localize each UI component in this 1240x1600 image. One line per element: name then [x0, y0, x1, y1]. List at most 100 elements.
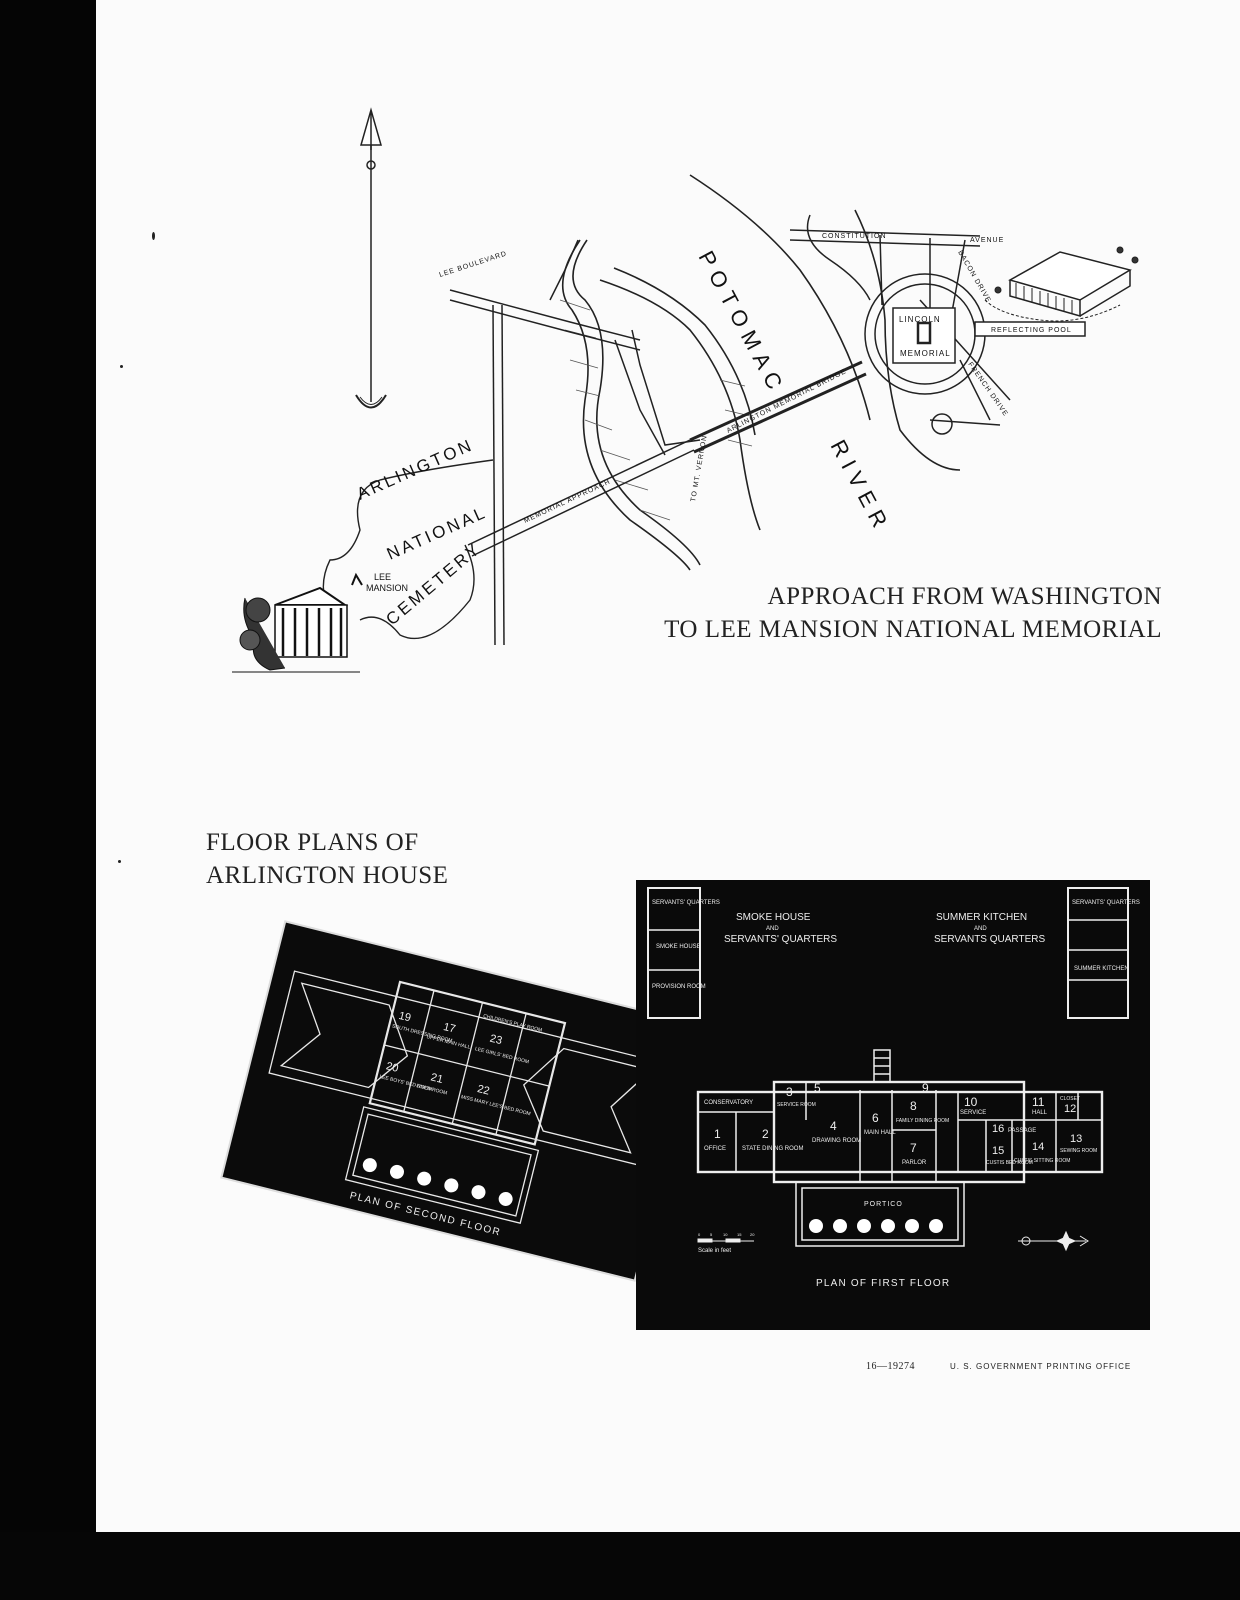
left-provision-room: PROVISION ROOM	[652, 984, 706, 990]
second-floor-plan-drawing: 19 SOUTH DRESSING ROOM 17 UPPER MAIN HAL…	[268, 970, 665, 1239]
closet-label: CLOSET	[1060, 1096, 1080, 1102]
custis-sitting-label: CUSTIS SITTING ROOM	[1014, 1158, 1070, 1164]
room-12-number: 12	[1064, 1103, 1076, 1115]
second-floor-plan-panel: 19 SOUTH DRESSING ROOM 17 UPPER MAIN HAL…	[222, 922, 698, 1280]
drawing-room-label: DRAWING ROOM	[812, 1138, 861, 1144]
scan-border-bottom	[0, 1532, 1240, 1600]
scale-bar	[697, 1238, 754, 1243]
family-dining-label: FAMILY DINING ROOM	[896, 1118, 949, 1124]
conservatory-label: CONSERVATORY	[704, 1100, 753, 1106]
room-21-number: 21	[429, 1071, 444, 1086]
passage-label: PASSAGE	[1008, 1128, 1036, 1134]
lincoln-label-line1: LINCOLN	[899, 315, 941, 324]
room-20-number: 20	[385, 1060, 400, 1075]
lee-mansion-label-line1: LEE	[374, 572, 391, 582]
scan-speck	[152, 232, 155, 240]
hall-label: HALL	[1032, 1110, 1048, 1116]
room-17-number: 17	[442, 1021, 457, 1036]
room-22-name: MISS MARY LEE'S BED ROOM	[460, 1094, 531, 1117]
room-23-name: LEE GIRLS' BED ROOM	[474, 1046, 529, 1065]
right-summer-kitchen: SUMMER KITCHEN	[1074, 966, 1129, 972]
room-1-number: 1	[714, 1127, 721, 1141]
summer-kitchen-heading-line1: SUMMER KITCHEN	[936, 912, 1027, 923]
room-4-number: 4	[830, 1119, 837, 1133]
smoke-house-heading-line2: AND	[766, 926, 779, 932]
right-servants-quarters: SERVANTS' QUARTERS	[1072, 900, 1140, 906]
cemetery-boundary	[322, 459, 494, 640]
floor-plans-title-line2: ARLINGTON HOUSE	[206, 862, 449, 889]
constitution-label: CONSTITUTION	[822, 233, 887, 240]
left-servants-quarters: SERVANTS' QUARTERS	[652, 900, 720, 906]
scale-tick-5: 5	[710, 1232, 713, 1237]
room-14-number: 14	[1032, 1141, 1044, 1153]
north-arrow-icon	[355, 107, 387, 409]
room-9-number: 9	[922, 1081, 929, 1095]
scale-tick-10: 10	[723, 1232, 728, 1237]
first-floor-caption: PLAN OF FIRST FLOOR	[816, 1278, 950, 1289]
scan-speck	[120, 365, 123, 368]
room-16-number: 16	[992, 1123, 1004, 1135]
print-number: 16—19274	[866, 1361, 915, 1372]
smoke-house-heading-line3: SERVANTS' QUARTERS	[724, 934, 837, 945]
room-3-number: 3	[786, 1085, 793, 1099]
sewing-room-label: SEWING ROOM	[1060, 1148, 1097, 1154]
lincoln-memorial-circle	[864, 273, 1086, 435]
memorial-approach-label: MEMORIAL APPROACH	[523, 478, 612, 524]
river-label: RIVER	[826, 436, 896, 538]
mt-vernon-label: TO MT. VERNON	[690, 434, 709, 502]
scale-tick-20: 20	[750, 1232, 755, 1237]
room-7-number: 7	[910, 1141, 917, 1155]
avenue-label: AVENUE	[970, 237, 1004, 244]
lincoln-memorial-building	[984, 246, 1139, 322]
map-caption-line1: APPROACH FROM WASHINGTON	[767, 583, 1162, 610]
service-label: SERVICE	[960, 1110, 986, 1116]
service-room-label: SERVICE ROOM	[777, 1102, 816, 1108]
printer-credit: U. S. GOVERNMENT PRINTING OFFICE	[950, 1362, 1132, 1371]
room-2-number: 2	[762, 1127, 769, 1141]
room-23-number: 23	[489, 1033, 504, 1048]
portico-label: PORTICO	[864, 1201, 903, 1208]
compass-rose-icon	[1018, 1230, 1089, 1252]
french-drive-label: FRENCH DRIVE	[966, 361, 1009, 418]
scale-label: Scale in feet	[698, 1248, 731, 1254]
approach-map: POTOMAC RIVER ARLINGTON NATIONAL CEMETER…	[232, 107, 1139, 673]
parlor-label: PARLOR	[902, 1160, 927, 1166]
scale-tick-15: 15	[737, 1232, 742, 1237]
floor-plans-title: FLOOR PLANS OF ARLINGTON HOUSE	[206, 826, 448, 892]
summer-kitchen-heading-line3: SERVANTS QUARTERS	[934, 934, 1045, 945]
room-5-number: 5	[814, 1081, 821, 1095]
main-hall-label: MAIN HALL	[864, 1130, 896, 1136]
room-8-number: 8	[910, 1099, 917, 1113]
first-floor-plan-panel: SERVANTS' QUARTERS SMOKE HOUSE PROVISION…	[636, 880, 1150, 1330]
smoke-house-heading-line1: SMOKE HOUSE	[736, 912, 811, 923]
reflecting-pool-label: REFLECTING POOL	[991, 327, 1072, 334]
room-22-number: 22	[476, 1083, 491, 1098]
first-floor-plan-drawing: SERVANTS' QUARTERS SMOKE HOUSE PROVISION…	[647, 887, 1140, 1289]
room-21-name: LINEN ROOM	[416, 1083, 448, 1096]
summer-kitchen-heading-line2: AND	[974, 926, 987, 932]
arlington-label: ARLINGTON	[354, 435, 477, 504]
scan-border-left	[0, 0, 96, 1600]
bacon-drive-label: BACON DRIVE	[956, 250, 992, 305]
room-13-number: 13	[1070, 1133, 1082, 1145]
memorial-bridge-label: ARLINGTON MEMORIAL BRIDGE	[726, 368, 848, 435]
custis-bed-label: CUSTIS BED ROOM	[986, 1160, 1033, 1166]
room-11-number: 11	[1032, 1095, 1045, 1109]
lincoln-label-line2: MEMORIAL	[900, 349, 951, 358]
lee-mansion-building	[232, 572, 363, 673]
scan-speck	[118, 860, 121, 863]
room-10-number: 10	[964, 1095, 978, 1109]
potomac-label: POTOMAC	[694, 247, 791, 400]
room-15-number: 15	[992, 1145, 1004, 1157]
map-caption-line2: TO LEE MANSION NATIONAL MEMORIAL	[664, 616, 1162, 643]
office-label: OFFICE	[704, 1146, 726, 1152]
scale-tick-0: 0	[698, 1232, 701, 1237]
room-19-number: 19	[397, 1010, 412, 1025]
left-smoke-house: SMOKE HOUSE	[656, 944, 701, 950]
lee-boulevard-label: LEE BOULEVARD	[438, 250, 508, 279]
room-6-number: 6	[872, 1111, 879, 1125]
floor-plans-title-line1: FLOOR PLANS OF	[206, 829, 419, 856]
map-caption: APPROACH FROM WASHINGTON TO LEE MANSION …	[560, 580, 1162, 646]
state-dining-label: STATE DINING ROOM	[742, 1146, 803, 1152]
lee-mansion-label-line2: MANSION	[366, 583, 408, 593]
